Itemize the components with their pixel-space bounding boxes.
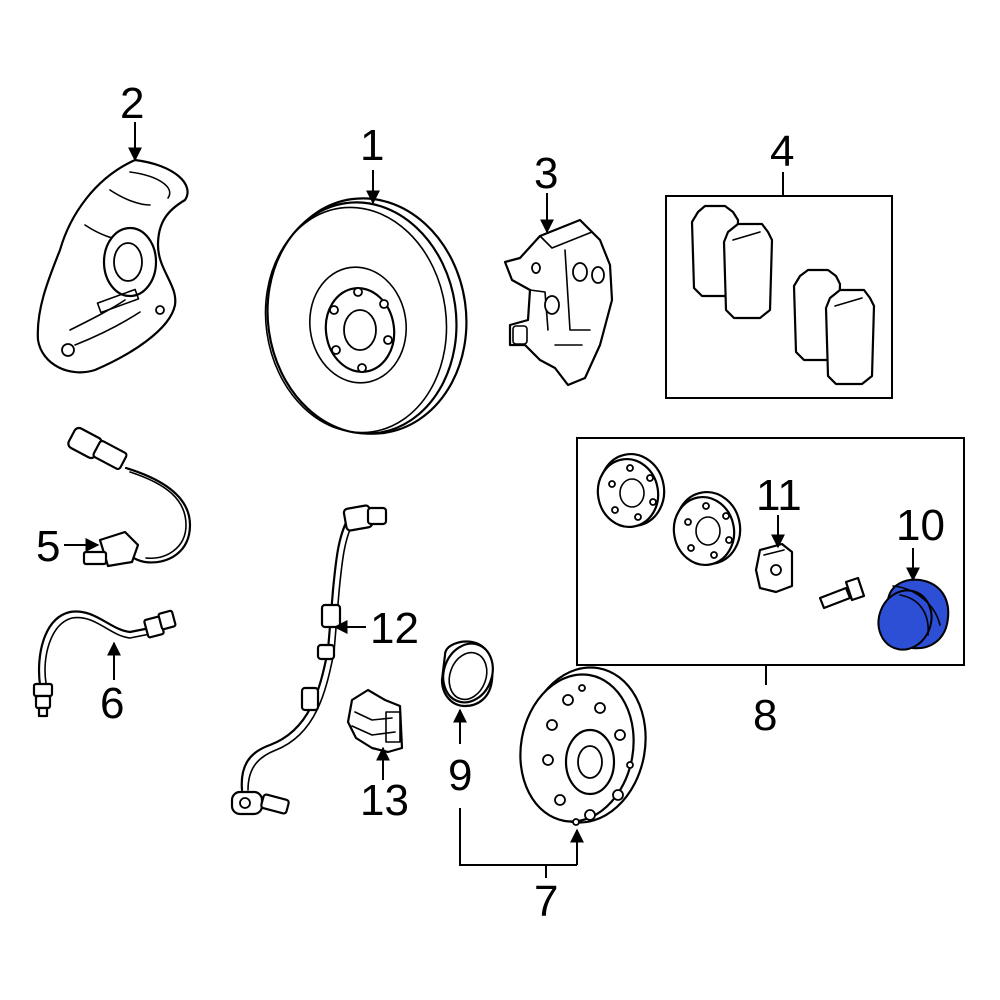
brake-pad-kit[interactable]: [665, 195, 893, 399]
wheel-hub[interactable]: [509, 658, 658, 832]
brake-rotor[interactable]: [251, 186, 481, 447]
callout-8: 8: [753, 691, 777, 740]
callout-3: 3: [534, 149, 558, 198]
hub-hardware-kit[interactable]: [576, 437, 965, 666]
callout-13: 13: [360, 776, 409, 825]
callout-9: 9: [448, 751, 472, 800]
callout-4: 4: [770, 127, 794, 176]
callout-10: 10: [896, 501, 945, 550]
callout-12: 12: [370, 604, 419, 653]
splash-shield[interactable]: [36, 158, 189, 374]
sensor-clip[interactable]: [346, 688, 404, 754]
brake-hose[interactable]: [32, 609, 177, 718]
callout-6: 6: [100, 679, 124, 728]
hub-dust-cap[interactable]: [870, 578, 950, 657]
callout-2: 2: [120, 79, 144, 128]
pad-wear-sensor[interactable]: [67, 426, 192, 568]
seal-ring[interactable]: [435, 637, 501, 710]
callout-11: 11: [756, 471, 802, 520]
callout-7: 7: [534, 877, 558, 926]
abs-sensor[interactable]: [230, 504, 388, 816]
callout-5: 5: [36, 522, 60, 571]
callout-1: 1: [360, 121, 384, 170]
brake-caliper[interactable]: [503, 218, 614, 387]
